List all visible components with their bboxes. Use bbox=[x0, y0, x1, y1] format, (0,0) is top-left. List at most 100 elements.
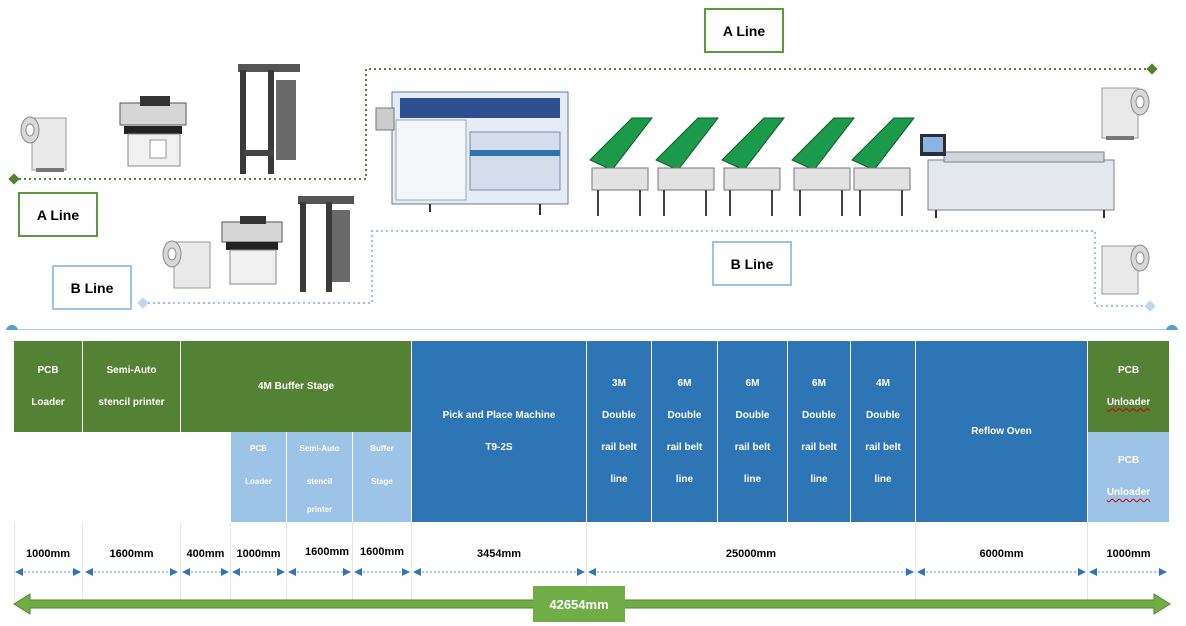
unloader-top-line-1: PCB bbox=[1117, 364, 1140, 376]
b-stencil-printer-machine bbox=[221, 216, 283, 285]
pcb-loader-line-1: PCB bbox=[37, 364, 59, 376]
cell-buffer-stage-4m: 4M Buffer Stage bbox=[181, 341, 411, 432]
b-line-start-marker bbox=[137, 297, 149, 309]
belt-6m-1-line-3: rail belt bbox=[666, 441, 703, 453]
b-line-dotted-path bbox=[143, 230, 1150, 307]
dim-label-9: 6000mm bbox=[979, 548, 1024, 560]
cell-sub-semi-auto: Semi-Auto stencil printer bbox=[287, 432, 352, 522]
cell-pcb-unloader-top: PCB Unloader bbox=[1088, 341, 1169, 432]
a-buffer-tower-machine bbox=[238, 64, 300, 174]
a-line-label-left-text: A Line bbox=[36, 206, 80, 223]
belt-6m-1-line-4: line bbox=[675, 473, 694, 485]
cell-sub-buffer-stage: Buffer Stage bbox=[353, 432, 411, 522]
a-line-label-top-text: A Line bbox=[722, 22, 766, 39]
belt-3m-line-3: rail belt bbox=[601, 441, 637, 453]
cell-belt-6m-2: 6M Double rail belt line bbox=[718, 341, 787, 522]
sub-pcb-loader-line-1: PCB bbox=[250, 444, 267, 453]
b-buffer-tower-machine bbox=[298, 196, 354, 292]
b-line-label-mid: B Line bbox=[712, 241, 792, 286]
b-line-label-left-text: B Line bbox=[70, 279, 114, 296]
dim-label-6: 1600mm bbox=[359, 546, 405, 558]
belt-6m-3-line-1: 6M bbox=[812, 377, 826, 389]
dim-label-8: 25000mm bbox=[725, 548, 777, 560]
dim-label-4: 1000mm bbox=[236, 548, 281, 560]
baseline-end-dot bbox=[1166, 325, 1178, 330]
cell-blank-2 bbox=[83, 432, 180, 522]
conveyor-belt-3 bbox=[721, 117, 786, 216]
cell-blank-3 bbox=[181, 432, 230, 522]
b-line-label-left: B Line bbox=[52, 265, 132, 310]
belt-4m-line-1: 4M bbox=[876, 377, 890, 389]
semi-auto-line-1: Semi-Auto bbox=[106, 364, 157, 376]
conveyor-belt-5 bbox=[851, 117, 916, 216]
belt-6m-2-line-1: 6M bbox=[745, 377, 760, 389]
sub-buffer-stage-line-2: Stage bbox=[371, 477, 393, 486]
baseline-start-dot bbox=[6, 325, 18, 330]
belt-6m-3-line-4: line bbox=[810, 473, 828, 485]
dim-label-2: 1600mm bbox=[109, 548, 154, 560]
total-length-label: 42654mm bbox=[533, 586, 625, 622]
a-stencil-printer-machine bbox=[119, 96, 187, 167]
cell-sub-pcb-loader: PCB Loader bbox=[231, 432, 286, 522]
cell-belt-4m: 4M Double rail belt line bbox=[851, 341, 915, 522]
reflow-oven-text: Reflow Oven bbox=[971, 425, 1032, 437]
cell-reflow-oven: Reflow Oven bbox=[916, 341, 1087, 522]
sub-semi-auto-line-1: Semi-Auto bbox=[299, 444, 340, 453]
pick-place-line-1: Pick and Place Machine bbox=[442, 409, 556, 421]
belt-6m-2-line-2: Double bbox=[735, 409, 770, 421]
buffer-stage-4m-text: 4M Buffer Stage bbox=[257, 380, 335, 392]
conveyor-belt-4 bbox=[791, 117, 856, 216]
a-line-label-top: A Line bbox=[704, 8, 784, 53]
dim-label-10: 1000mm bbox=[1106, 548, 1151, 560]
cell-belt-3m: 3M Double rail belt line bbox=[587, 341, 651, 522]
belt-6m-2-line-3: rail belt bbox=[734, 441, 771, 453]
unloader-bottom-line-1: PCB bbox=[1117, 455, 1140, 466]
pick-place-line-2: T9-2S bbox=[485, 441, 513, 453]
belt-6m-1-line-1: 6M bbox=[677, 377, 692, 389]
conveyor-belt-2 bbox=[655, 117, 720, 216]
a-line-end-marker bbox=[1146, 63, 1158, 75]
b-line-end-marker bbox=[1144, 300, 1156, 312]
a-line-dotted-path bbox=[14, 68, 1152, 180]
belt-4m-line-2: Double bbox=[866, 409, 900, 421]
b-line-label-mid-text: B Line bbox=[730, 255, 774, 272]
reflow-oven-machine bbox=[920, 134, 1115, 218]
sub-semi-auto-line-3: printer bbox=[306, 505, 333, 514]
semi-auto-line-2: stencil printer bbox=[98, 396, 165, 408]
dim-separator bbox=[352, 522, 353, 602]
sub-semi-auto-line-2: stencil bbox=[306, 477, 333, 486]
dim-separator bbox=[915, 522, 916, 602]
unloader-top-line-2: Unloader bbox=[1106, 396, 1151, 408]
dim-separator bbox=[411, 522, 412, 602]
b-pcb-loader-machine bbox=[162, 240, 211, 289]
conveyor-belt-1 bbox=[589, 117, 654, 216]
dim-label-7: 3454mm bbox=[476, 548, 522, 560]
pcb-loader-line-2: Loader bbox=[31, 396, 65, 408]
belt-6m-3-line-3: rail belt bbox=[801, 441, 837, 453]
cell-pcb-loader: PCB Loader bbox=[14, 341, 82, 432]
belt-4m-line-3: rail belt bbox=[865, 441, 901, 453]
line-layout-illustration bbox=[6, 63, 1178, 330]
cell-belt-6m-3: 6M Double rail belt line bbox=[788, 341, 850, 522]
dim-separator bbox=[180, 522, 181, 602]
sub-pcb-loader-line-2: Loader bbox=[245, 477, 272, 486]
sub-buffer-stage-line-1: Buffer bbox=[370, 444, 394, 453]
cell-pick-place: Pick and Place Machine T9-2S bbox=[412, 341, 586, 522]
belt-3m-line-2: Double bbox=[602, 409, 636, 421]
dim-separator bbox=[82, 522, 83, 602]
belt-6m-3-line-2: Double bbox=[802, 409, 836, 421]
belt-4m-line-4: line bbox=[874, 473, 892, 485]
belt-6m-1-line-2: Double bbox=[667, 409, 702, 421]
pick-place-machine bbox=[375, 91, 569, 215]
dim-separator bbox=[286, 522, 287, 602]
belt-6m-2-line-4: line bbox=[743, 473, 762, 485]
dim-separator bbox=[1087, 522, 1088, 602]
b-pcb-unloader-machine bbox=[1101, 244, 1150, 295]
cell-blank-1 bbox=[14, 432, 82, 522]
dim-separator bbox=[586, 522, 587, 602]
cell-pcb-unloader-bottom: PCB Unloader bbox=[1088, 432, 1169, 522]
cell-belt-6m-1: 6M Double rail belt line bbox=[652, 341, 717, 522]
total-length-text: 42654mm bbox=[549, 596, 609, 612]
a-pcb-unloader-machine bbox=[1101, 87, 1150, 140]
unloader-bottom-line-2: Unloader bbox=[1106, 487, 1151, 498]
